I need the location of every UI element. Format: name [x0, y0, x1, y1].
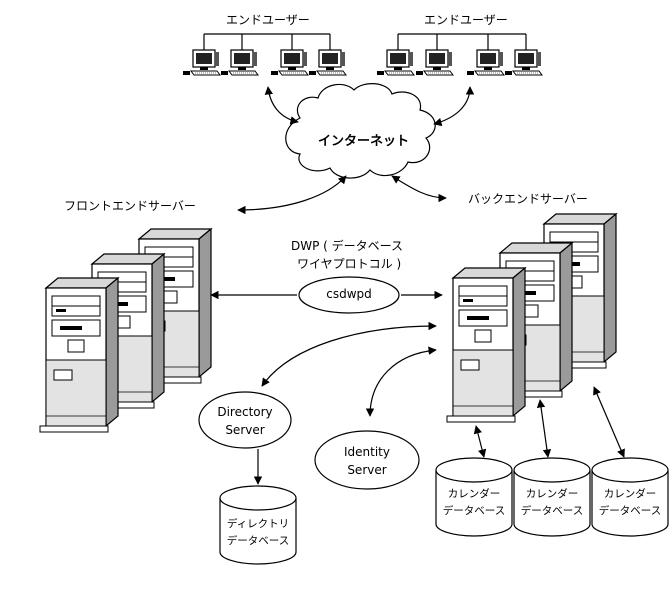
calendar-db-label-line1: カレンダー	[603, 488, 657, 500]
directory-server-label-line1: Directory	[217, 405, 273, 419]
end-users-left-label: エンドユーザー	[226, 13, 310, 27]
end-user-pc-icon	[376, 49, 415, 76]
back-end-server-icon	[446, 267, 526, 423]
calendar-db-label-line1: カレンダー	[525, 488, 579, 500]
calendar-db-label-line2: データベース	[520, 505, 584, 517]
dwp-label-line2: ワイヤプロトコル )	[297, 257, 402, 271]
front-end-servers-label: フロントエンドサーバー	[64, 199, 196, 213]
internet-to-back-end-arrow	[391, 175, 447, 203]
calendar-db-label-line2: データベース	[598, 505, 662, 517]
csdwpd-ellipse	[298, 276, 400, 314]
internet-cloud-icon	[285, 83, 436, 179]
right-users-to-internet-arrow	[433, 86, 475, 127]
back-to-calendar-db-arrow	[473, 425, 487, 458]
directory-server-label-line2: Server	[225, 423, 265, 437]
front-end-server-icon	[39, 277, 119, 433]
internet-label: インターネット	[318, 134, 410, 149]
calendar-db-label-line1: カレンダー	[447, 488, 501, 500]
end-user-pc-icon	[504, 49, 543, 76]
dwp-label-line1: DWP ( データベース	[291, 239, 404, 253]
end-user-pc-icon	[182, 49, 221, 76]
identity-server-label-line1: Identity	[344, 445, 390, 459]
internet-to-front-end-arrow	[237, 175, 347, 215]
end-user-pc-icon	[466, 49, 505, 76]
calendar-db-label-line2: データベース	[442, 505, 506, 517]
end-user-network-left	[203, 33, 331, 52]
back-to-calendar-db-arrow	[536, 399, 552, 458]
end-users-right-label: エンドユーザー	[424, 13, 508, 27]
directory-db-label-line1: ディレクトリ	[226, 518, 290, 530]
end-user-pc-icon	[415, 49, 454, 76]
directory-server-ellipse	[198, 391, 292, 449]
end-user-pc-icon	[270, 49, 309, 76]
back-to-identity-server-arrow	[365, 346, 437, 417]
end-user-pc-icon	[308, 49, 347, 76]
back-to-calendar-db-arrow	[593, 386, 625, 458]
csdwpd-label: csdwpd	[326, 287, 372, 301]
directory-db-label-line2: データベース	[226, 535, 290, 547]
back-to-directory-server-arrow	[261, 321, 437, 387]
back-end-servers-label: バックエンドサーバー	[468, 192, 588, 206]
identity-server-ellipse	[314, 430, 420, 490]
end-user-pc-icon	[220, 49, 259, 76]
identity-server-label-line2: Server	[347, 463, 387, 477]
left-users-to-internet-arrow	[264, 86, 299, 125]
end-user-network-right	[397, 33, 527, 52]
